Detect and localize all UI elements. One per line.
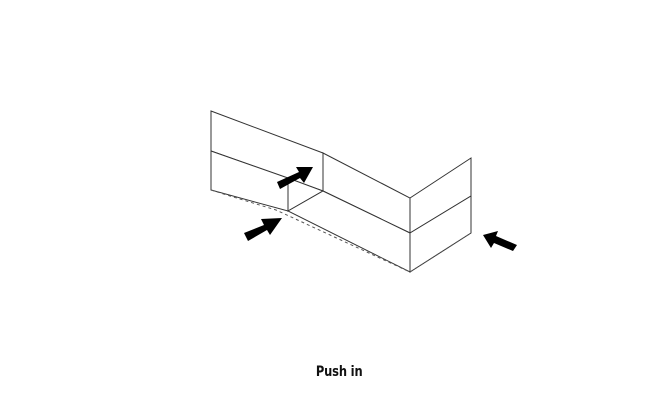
arrow-icon-lower [244, 218, 282, 241]
wall-block [210, 110, 472, 273]
diagram-caption: Push in [315, 364, 363, 380]
original-outline-dashed [210, 189, 472, 273]
arrow-icon-upper [277, 167, 313, 189]
arrow-icon-right [483, 231, 517, 251]
push-arrows [244, 167, 517, 251]
